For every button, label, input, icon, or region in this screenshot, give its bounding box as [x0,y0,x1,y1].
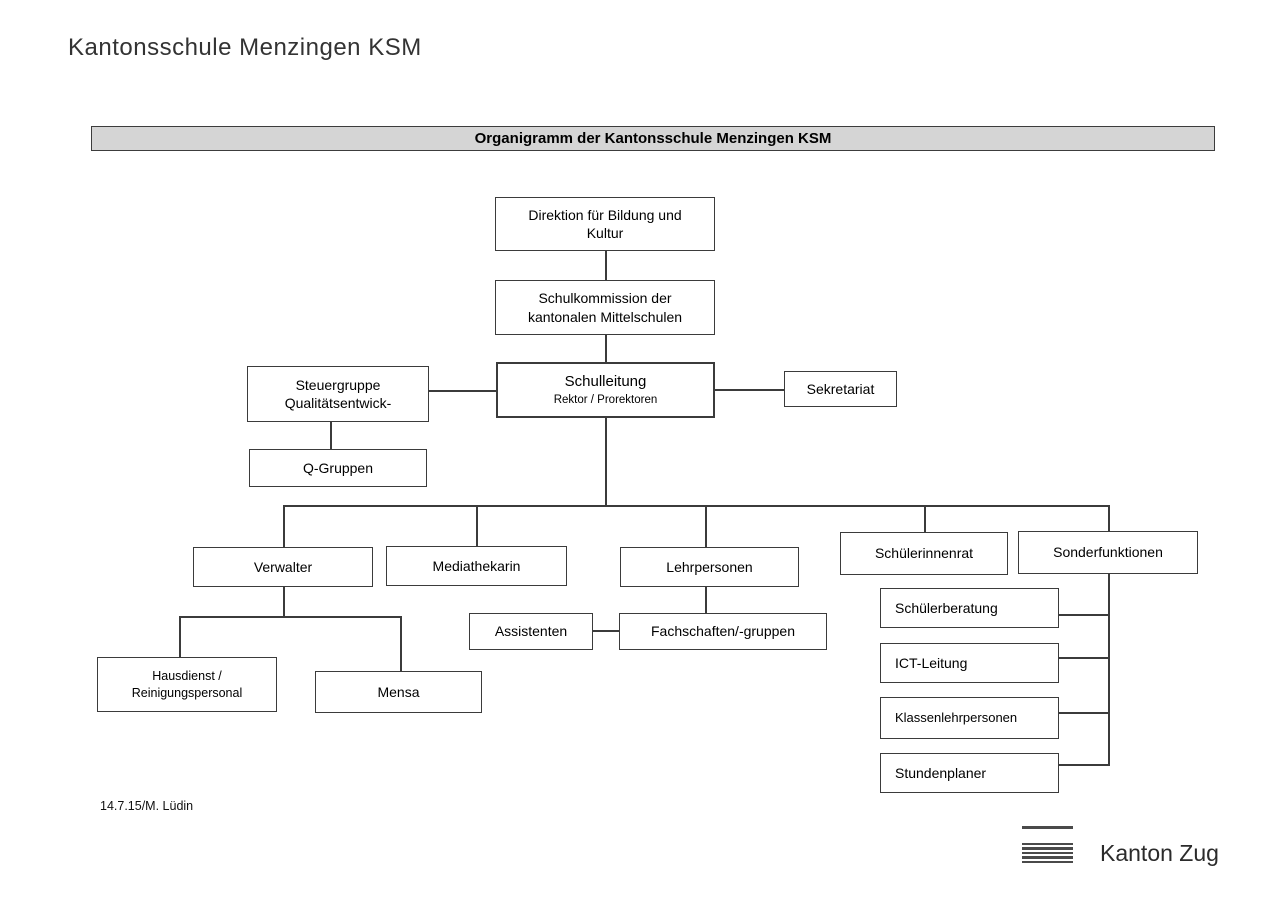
node-fachschaften: Fachschaften/-gruppen [619,613,827,650]
connector-steuergruppe-schulleitung [429,390,496,392]
node-verwalter: Verwalter [193,547,373,587]
connector-stub-schuelerberatung [1059,614,1109,616]
node-mensa: Mensa [315,671,482,713]
node-ict-leitung: ICT-Leitung [880,643,1059,683]
node-stundenplaner: Stundenplaner [880,753,1059,793]
connector-verwalter-bracket [179,616,401,618]
logo-stripe [1022,847,1073,850]
node-q-gruppen: Q-Gruppen [249,449,427,487]
logo-bar [1022,826,1073,829]
node-direktion-line1: Direktion für Bildung und [528,206,682,223]
node-steuergruppe-line1: Steuergruppe [295,376,381,393]
chart-title-banner: Organigramm der Kantonsschule Menzingen … [91,126,1215,151]
connector-verwalter-down [283,587,285,616]
node-lehrpersonen: Lehrpersonen [620,547,799,587]
node-schulkommission: Schulkommission der kantonalen Mittelsch… [495,280,715,335]
node-mediathekarin: Mediathekarin [386,546,567,586]
connector-distribution-line [283,505,1109,507]
connector-stub-ict-leitung [1059,657,1109,659]
logo-stripe [1022,851,1073,854]
node-schulleitung-subtitle: Rektor / Prorektoren [553,394,658,407]
connector-assistenten-fachschaften [593,630,619,632]
node-schulkommission-line1: Schulkommission der [538,290,672,307]
node-schulleitung: Schulleitung Rektor / Prorektoren [496,362,715,418]
kanton-zug-logo-text: Kanton Zug [1100,840,1219,866]
connector-direktion-schulkommission [605,251,607,280]
connector-stub-stundenplaner [1059,764,1109,766]
connector-sonderfunktionen-spine [1108,574,1110,766]
node-assistenten: Assistenten [469,613,593,650]
connector-drop-hausdienst [179,616,181,657]
node-hausdienst: Hausdienst / Reinigungspersonal [97,657,277,712]
node-steuergruppe: Steuergruppe Qualitätsentwick- [247,366,429,422]
kanton-zug-logo-icon [1022,826,1073,863]
connector-drop-mensa [400,616,402,671]
node-klassenlehrpersonen: Klassenlehrpersonen [880,697,1059,739]
page-title: Kantonsschule Menzingen KSM [68,34,422,61]
connector-schulleitung-sekretariat [715,389,784,391]
connector-schulkommission-schulleitung [605,335,607,362]
node-schuelerberatung: Schülerberatung [880,588,1059,628]
logo-stripe [1022,842,1073,845]
footer-note: 14.7.15/M. Lüdin [100,799,194,813]
connector-drop-schuelerinnenrat [924,505,926,532]
node-sekretariat: Sekretariat [784,371,897,407]
node-direktion-line2: Kultur [586,225,624,241]
connector-drop-verwalter [283,505,285,547]
connector-steuergruppe-qgruppen [330,422,332,449]
logo-stripe [1022,860,1073,863]
node-schulleitung-title: Schulleitung [564,372,647,390]
node-hausdienst-line2: Reinigungspersonal [131,685,243,700]
logo-stripe [1022,856,1073,859]
connector-drop-lehrpersonen [705,505,707,547]
node-sonderfunktionen: Sonderfunktionen [1018,531,1198,574]
connector-schulleitung-down [605,418,607,505]
node-hausdienst-line1: Hausdienst / [152,669,222,683]
connector-stub-klassenlehrpersonen [1059,712,1109,714]
node-steuergruppe-line2: Qualitätsentwick- [284,395,392,411]
connector-drop-sonderfunktionen [1108,505,1110,531]
node-schuelerinnenrat: Schülerinnenrat [840,532,1008,575]
node-direktion: Direktion für Bildung und Kultur [495,197,715,251]
node-schulkommission-line2: kantonalen Mittelschulen [527,308,683,325]
connector-drop-mediathekarin [476,505,478,546]
connector-lehrpersonen-fachschaften [705,587,707,613]
chart-title: Organigramm der Kantonsschule Menzingen … [474,130,832,147]
